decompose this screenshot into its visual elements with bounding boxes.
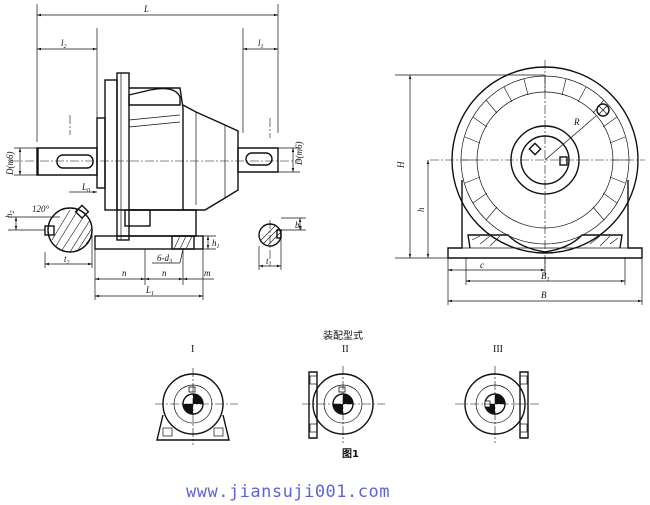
- dim-D-right: D(m6): [294, 142, 304, 167]
- dim-h: h: [416, 207, 426, 212]
- dim-D-left: D(m6): [5, 152, 15, 177]
- side-view: L l2 l1 D(m6): [4, 4, 306, 300]
- mounting-type-2: II 图1: [302, 344, 385, 460]
- mounting-title: 装配型式: [323, 329, 363, 342]
- dim-L0: L0: [81, 182, 90, 194]
- shaft-section-hatch: [51, 209, 93, 253]
- dim-n1: n: [122, 268, 127, 278]
- dim-H: H: [396, 161, 406, 169]
- type-3-label: III: [493, 344, 503, 355]
- dim-m: m: [204, 268, 211, 278]
- dim-l2: l2: [61, 38, 67, 50]
- dim-R: R: [573, 117, 580, 127]
- dim-l1: l1: [258, 38, 264, 50]
- dim-B1: B1: [541, 271, 550, 283]
- dim-h1: h1: [212, 238, 220, 250]
- watermark: www.jiansuji001.com: [186, 482, 390, 502]
- dim-n2: n: [162, 268, 167, 278]
- dim-b1: b1: [295, 220, 303, 232]
- bolt-label: 6-d3: [157, 253, 172, 265]
- dim-t1: t1: [266, 256, 272, 268]
- mounting-type-3: III: [455, 344, 540, 443]
- angle-label: 120°: [32, 204, 50, 214]
- dim-L: L: [143, 4, 149, 14]
- mounting-type-1: I: [155, 344, 238, 445]
- dim-B: B: [541, 290, 547, 300]
- type-2-label: II: [342, 344, 349, 355]
- type-1-label: I: [191, 344, 194, 355]
- dim-t2: t2: [64, 254, 70, 266]
- end-view: R H h c B1 B: [395, 60, 645, 305]
- dim-L1: L1: [145, 285, 154, 297]
- dim-c: c: [480, 260, 484, 270]
- figure-caption: 图1: [342, 448, 359, 460]
- dim-h2: h2: [4, 211, 16, 219]
